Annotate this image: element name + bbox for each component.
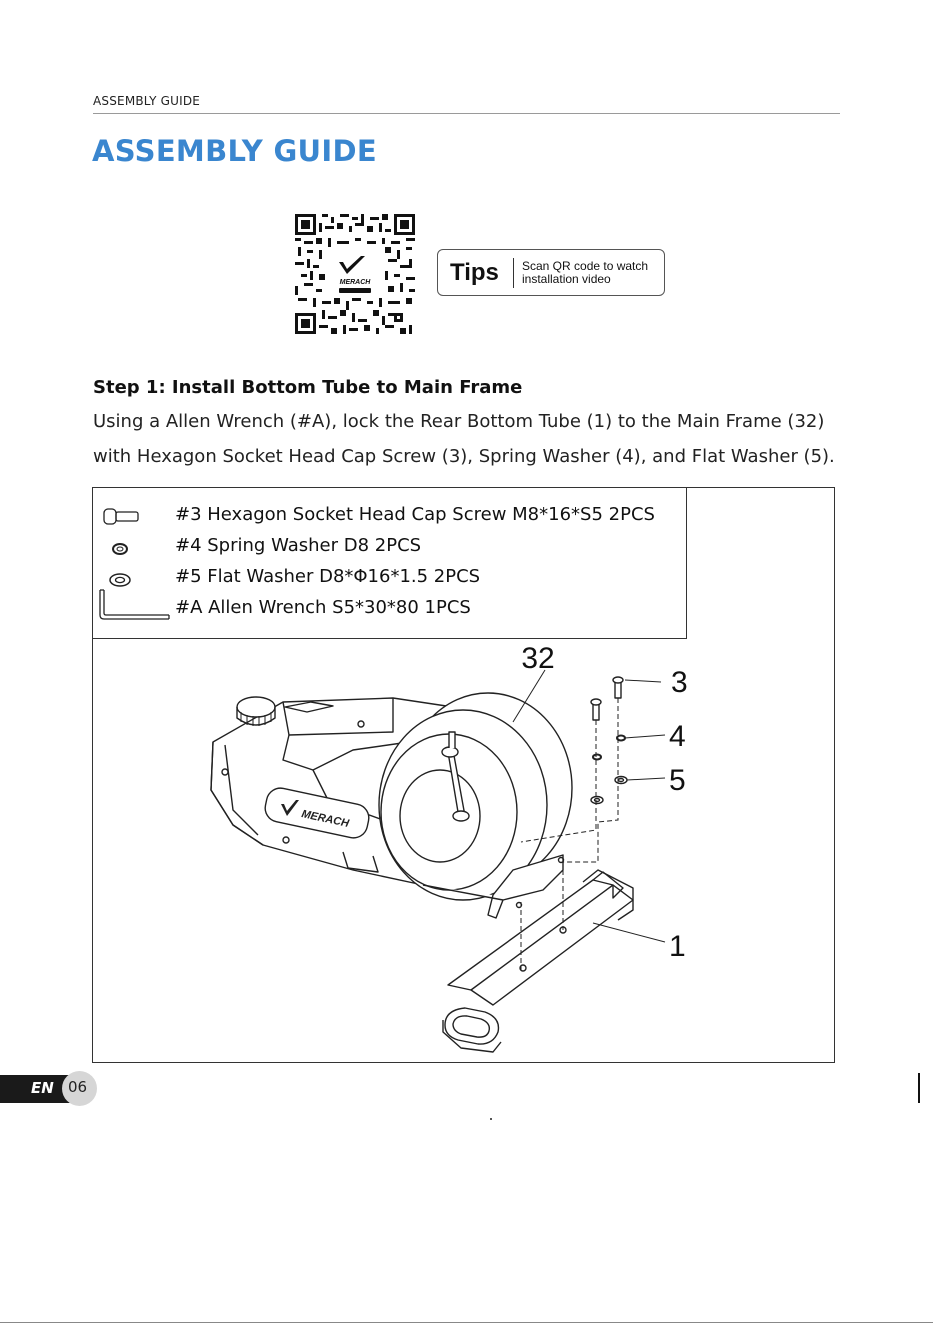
flat-washer-icon bbox=[109, 573, 131, 587]
alignment-lines bbox=[520, 698, 619, 970]
part-item-4: #4 Spring Washer D8 2PCS bbox=[175, 535, 422, 556]
page-number: 06 bbox=[68, 1078, 88, 1096]
page-number-badge bbox=[62, 1071, 97, 1106]
merach-logo-icon bbox=[339, 256, 365, 274]
step-instructions: Using a Allen Wrench (#A), lock the Rear… bbox=[93, 404, 873, 474]
tips-label: Tips bbox=[450, 259, 499, 286]
qr-logo-text: MERACH bbox=[340, 279, 372, 286]
qr-finder-bottom-left bbox=[295, 313, 316, 334]
hardware-screws bbox=[590, 676, 628, 805]
parts-list: #3 Hexagon Socket Head Cap Screw M8*16*S… bbox=[92, 487, 687, 639]
tips-text-line2: installation video bbox=[522, 272, 611, 286]
callout-3: 3 bbox=[671, 666, 688, 699]
bottom-tube-1 bbox=[442, 869, 634, 1053]
callout-32: 32 bbox=[521, 642, 554, 675]
step-instructions-line1: Using a Allen Wrench (#A), lock the Rear… bbox=[93, 411, 825, 432]
allen-wrench-icon bbox=[99, 589, 170, 620]
part-item-a: #A Allen Wrench S5*30*80 1PCS bbox=[175, 597, 471, 618]
callout-4: 4 bbox=[669, 720, 686, 753]
step-title: Step 1: Install Bottom Tube to Main Fram… bbox=[93, 377, 523, 398]
running-header: ASSEMBLY GUIDE bbox=[93, 94, 201, 108]
callout-1: 1 bbox=[669, 930, 686, 963]
tips-divider bbox=[513, 258, 514, 288]
print-dot bbox=[490, 1118, 492, 1120]
header-divider bbox=[93, 113, 840, 114]
tips-text-line1: Scan QR code to watch bbox=[522, 259, 649, 273]
cap-screw-icon bbox=[103, 508, 139, 525]
bottom-edge-line bbox=[0, 1322, 933, 1323]
page-title: ASSEMBLY GUIDE bbox=[92, 134, 377, 168]
flywheel bbox=[378, 692, 573, 901]
tips-box: Tips Scan QR code to watch installation … bbox=[437, 249, 665, 296]
callout-5: 5 bbox=[669, 764, 686, 797]
qr-finder-top-right bbox=[394, 214, 415, 235]
assembly-diagram: MERACH bbox=[210, 642, 688, 1053]
spring-washer-icon bbox=[112, 543, 128, 555]
qr-code[interactable]: MERACH bbox=[295, 214, 415, 334]
part-item-5: #5 Flat Washer D8*Φ16*1.5 2PCS bbox=[175, 566, 481, 587]
tips-text: Scan QR code to watch installation video bbox=[522, 260, 662, 286]
part-item-3: #3 Hexagon Socket Head Cap Screw M8*16*S… bbox=[175, 504, 655, 525]
step-instructions-line2: with Hexagon Socket Head Cap Screw (3), … bbox=[93, 446, 835, 467]
qr-modules bbox=[295, 214, 415, 334]
language-label: EN bbox=[31, 1079, 54, 1097]
crop-mark bbox=[918, 1073, 920, 1103]
qr-finder-top-left bbox=[295, 214, 316, 235]
